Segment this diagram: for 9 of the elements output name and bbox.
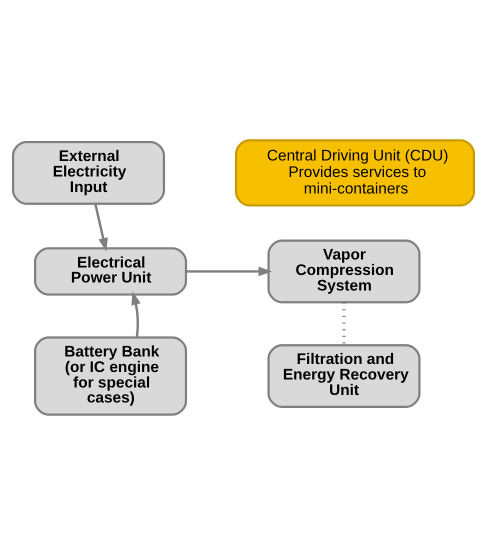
node-box: External Electricity Input: [12, 140, 166, 205]
arrow: [186, 266, 272, 276]
node-box: Vapor Compression System: [267, 240, 421, 304]
node-box: Central Driving Unit (CDU) Provides services to mini-containers: [234, 139, 476, 206]
arrow: [131, 291, 141, 338]
node-box: Filtration and Energy Recovery Unit: [267, 344, 421, 408]
node-box: Battery Bank (or IC engine for special cases): [34, 336, 188, 416]
node-box: Electrical Power Unit: [34, 247, 188, 296]
arrow: [94, 204, 108, 252]
